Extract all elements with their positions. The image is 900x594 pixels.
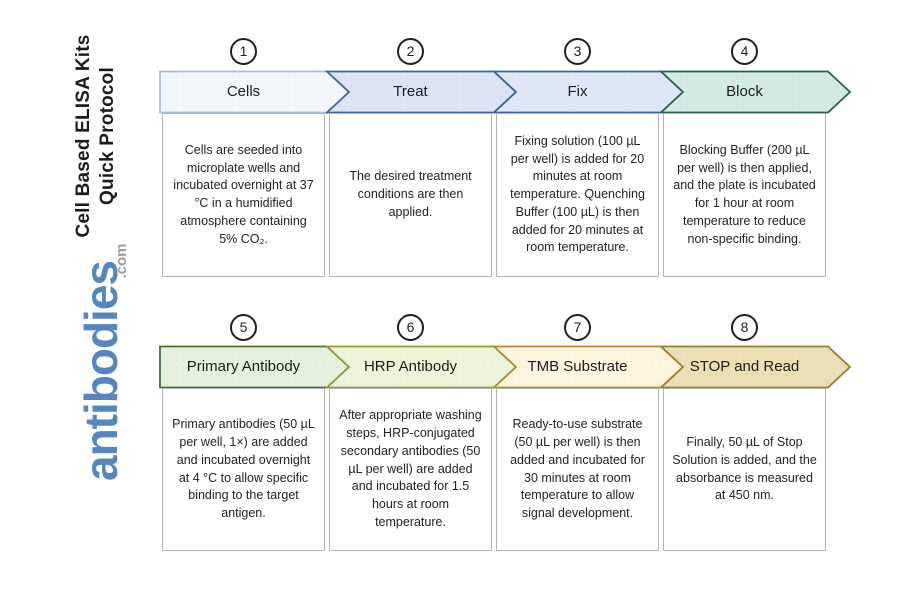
page-title: Cell Based ELISA Kits Quick Protocol [72, 26, 124, 246]
step-1-label: Cells [226, 83, 261, 100]
page-title-line1: Cell Based ELISA Kits [73, 34, 94, 238]
step-5-description-box: Primary antibodies (50 µL per well, 1×) … [162, 388, 325, 551]
step-1-arrow-texture [160, 71, 349, 113]
step-8-description-box: Finally, 50 µL of Stop Solution is added… [663, 388, 826, 551]
step-6-label: HRP Antibody [363, 358, 458, 375]
step-4-description-box: Blocking Buffer (200 µL per well) is the… [663, 113, 826, 277]
step-1-description-box: Cells are seeded into microplate wells a… [162, 113, 325, 277]
step-8-label: STOP and Read [689, 358, 800, 375]
step-7-description: Ready-to-use substrate (50 µL per well) … [510, 417, 645, 520]
step-2-number-badge: 2 [397, 38, 424, 65]
step-4-arrow-texture [661, 71, 850, 113]
chevron-arrow-row-2 [159, 345, 852, 389]
step-5-description: Primary antibodies (50 µL per well, 1×) … [172, 417, 315, 520]
step-6-description-box: After appropriate washing steps, HRP-con… [329, 388, 492, 551]
step-1-description: Cells are seeded into microplate wells a… [173, 142, 314, 246]
step-1-number-badge: 1 [230, 38, 257, 65]
step-7-number-badge: 7 [564, 314, 591, 341]
step-7-description-box: Ready-to-use substrate (50 µL per well) … [496, 388, 659, 551]
step-8-description: Finally, 50 µL of Stop Solution is added… [672, 435, 817, 503]
step-2-arrow-texture [327, 71, 516, 113]
brand-tld: .com [113, 243, 130, 279]
step-7-arrow-texture [494, 346, 683, 388]
step-3-arrow-texture [494, 71, 683, 113]
step-2-description-box: The desired treatment conditions are the… [329, 113, 492, 277]
step-8-arrow-texture [661, 346, 850, 388]
step-4-description: Blocking Buffer (200 µL per well) is the… [673, 142, 816, 246]
step-5-arrow-texture [160, 346, 349, 388]
step-6-arrow-texture [327, 346, 516, 388]
step-2-label: Treat [393, 83, 428, 100]
step-2-description: The desired treatment conditions are the… [349, 169, 472, 219]
step-3-description-box: Fixing solution (100 µL per well) is add… [496, 113, 659, 277]
step-7-label: TMB Substrate [527, 358, 628, 375]
step-8-number-badge: 8 [731, 314, 758, 341]
step-4-label: Block [726, 83, 763, 100]
chevron-arrow-row-1 [159, 70, 852, 114]
step-5-label: Primary Antibody [186, 358, 301, 375]
step-3-description: Fixing solution (100 µL per well) is add… [510, 133, 645, 255]
step-4-number-badge: 4 [731, 38, 758, 65]
step-3-number-badge: 3 [564, 38, 591, 65]
step-6-number-badge: 6 [397, 314, 424, 341]
step-3-label: Fix [567, 83, 588, 100]
step-6-description: After appropriate washing steps, HRP-con… [339, 408, 482, 529]
step-5-number-badge: 5 [230, 314, 257, 341]
